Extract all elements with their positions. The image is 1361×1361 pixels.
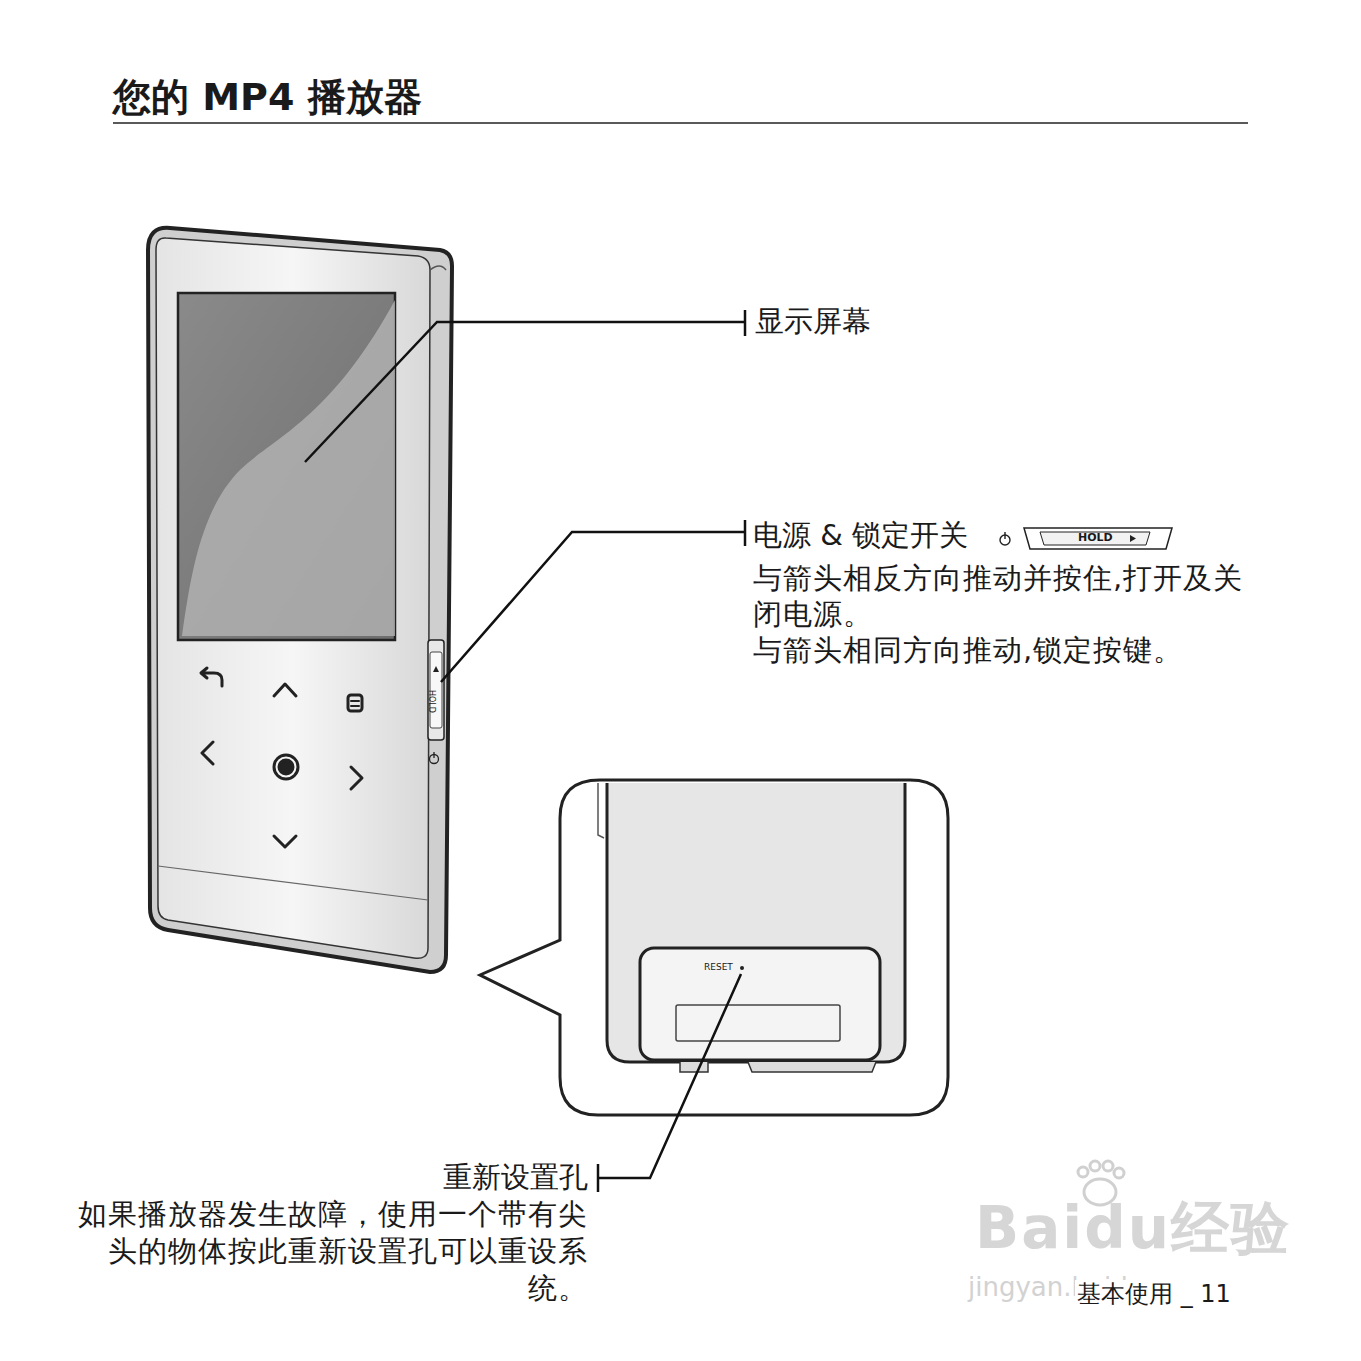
leader-lines	[305, 310, 745, 682]
part-label: 电源 & 锁定开关	[753, 518, 968, 553]
watermark: Baidu经验	[975, 1193, 1291, 1263]
page-footer: 基本使用 _ 11	[1075, 1280, 1233, 1309]
page-title: 您的 MP4 播放器	[113, 72, 422, 123]
reset-leader	[598, 974, 741, 1192]
part-label: 显示屏幕	[755, 304, 871, 339]
reset-inset	[480, 780, 948, 1115]
description: 与箭头相反方向推动并按住,打开及关闭电源。	[753, 560, 1273, 632]
reset-text: RESET	[704, 962, 733, 973]
switch-text: HOLD	[426, 690, 436, 713]
part-label: 重新设置孔	[428, 1160, 588, 1195]
hold-switch-icon	[1000, 528, 1172, 549]
player-body	[148, 228, 452, 972]
switch-text: HOLD	[1078, 531, 1113, 544]
description: 如果播放器发生故障，使用一个带有尖头的物体按此重新设置孔可以重设系统。	[72, 1196, 588, 1307]
title-rule	[113, 122, 1248, 124]
description: 与箭头相同方向推动,锁定按键。	[753, 632, 1293, 668]
touch-buttons	[201, 668, 362, 847]
